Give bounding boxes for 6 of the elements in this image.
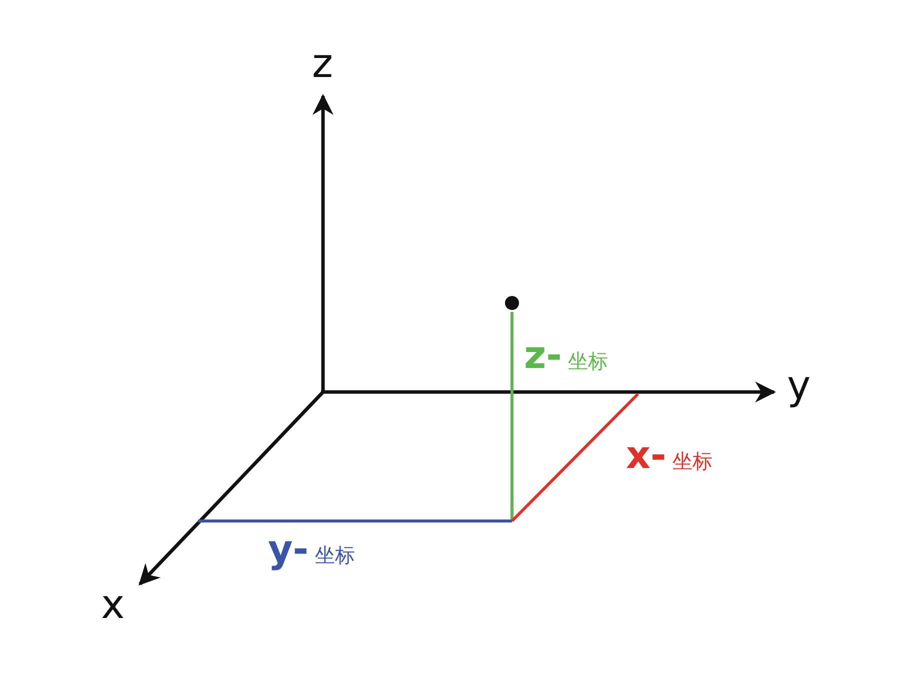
axis-label: z bbox=[312, 44, 333, 84]
axis-label: x bbox=[101, 585, 125, 625]
coordinate-label: x- 坐标 bbox=[626, 436, 713, 474]
coordinate-label: y- 坐标 bbox=[268, 530, 355, 568]
coordinate-label: z- 坐标 bbox=[524, 336, 608, 374]
axis-label: y bbox=[787, 366, 811, 406]
